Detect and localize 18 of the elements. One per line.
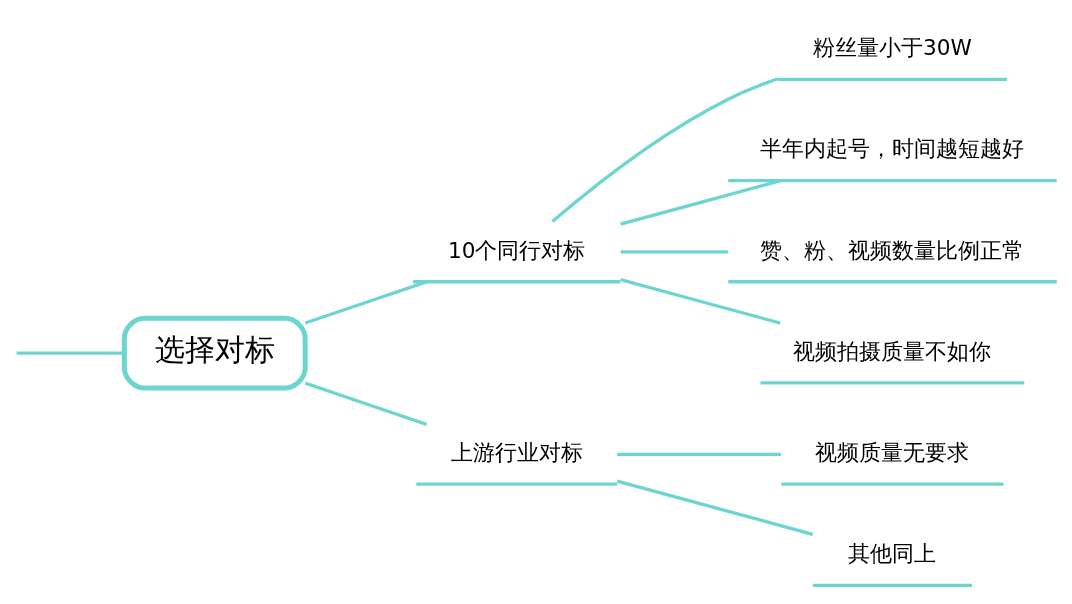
connector [551,76,779,223]
connector [620,249,728,254]
connector [620,277,781,325]
connector [304,381,428,426]
node-text: 视频质量无要求 [815,439,970,465]
connector [16,350,124,355]
connector [616,479,814,536]
node-box: 选择对标 [121,315,308,390]
node-text: 粉丝量小于30W [813,34,972,60]
node-text: 视频拍摄质量不如你 [793,338,992,364]
connector [617,452,781,456]
node-text: 其他同上 [848,540,937,566]
connector [304,279,428,325]
node-text: 赞、粉、视频数量比例正常 [760,237,1025,263]
node-text: 10个同行对标 [447,237,586,263]
node-text: 上游行业对标 [450,439,583,465]
node-text: 半年内起号，时间越短越好 [760,135,1025,161]
connector [620,178,781,226]
